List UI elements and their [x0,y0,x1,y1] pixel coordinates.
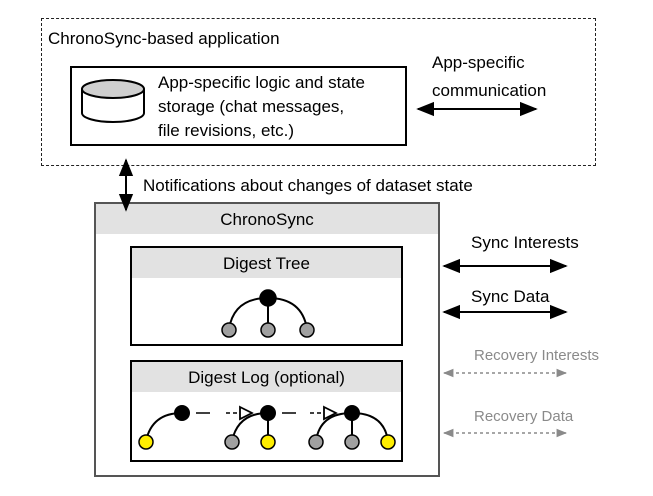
log-root-node [174,405,190,421]
tree-child-node [299,322,315,338]
log-new-node [380,434,396,450]
tree-child-node [221,322,237,338]
application-container [41,18,596,166]
sync-interests-label: Sync Interests [471,233,579,252]
app-communication-label: App-specific communication [432,53,547,100]
notifications-label: Notifications about changes of dataset s… [143,176,473,195]
application-title: ChronoSync-based application [48,29,280,48]
database-icon [81,79,145,123]
chronosync-title: ChronoSync [220,210,314,229]
log-child-node [224,434,240,450]
recovery-data-label: Recovery Data [474,408,574,425]
chronosync-header [96,204,438,234]
digest-tree-title: Digest Tree [223,254,310,273]
digest-log-title: Digest Log (optional) [188,368,345,387]
log-child-node [344,434,360,450]
digest-log-state-2 [224,405,276,450]
app-logic-label: App-specific logic and state storage (ch… [158,73,365,140]
recovery-interests-label: Recovery Interests [474,347,600,364]
log-new-node [138,434,154,450]
sync-data-label: Sync Data [471,287,550,306]
log-root-node [344,405,360,421]
digest-tree-header [132,248,401,278]
log-new-node [260,434,276,450]
log-root-node [260,405,276,421]
tree-child-node [260,322,276,338]
digest-log-state-3 [308,405,396,450]
digest-log-header [132,362,401,392]
log-child-node [308,434,324,450]
tree-root-node [259,289,277,307]
digest-log-state-1 [138,405,190,450]
